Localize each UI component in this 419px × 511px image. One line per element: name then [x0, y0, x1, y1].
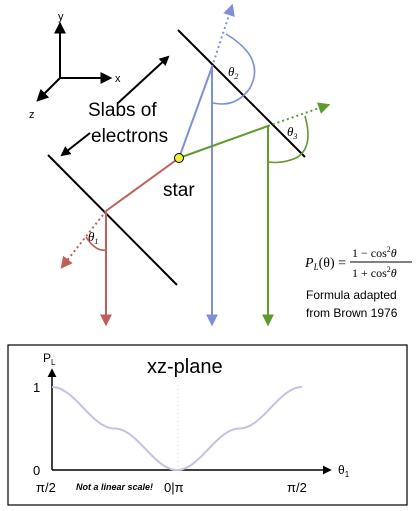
formula-caption-line2: from Brown 1976 [306, 306, 398, 320]
axes-icon: y x z [29, 11, 121, 121]
plot-scale-note: Not a linear scale! [76, 482, 153, 492]
polarization-curve [51, 386, 303, 472]
slab-pointer-lower [60, 132, 91, 157]
star-label: star [163, 180, 195, 201]
plot-x-axis-label: θ1 [338, 463, 350, 479]
theta2-arc [212, 33, 256, 105]
plot-y-tick-1: 1 [33, 380, 40, 395]
slabs-label-line2: electrons [91, 126, 168, 147]
slab-upper [177, 29, 306, 158]
theta1-arc [85, 236, 107, 252]
plot-y-axis-label: PL [43, 351, 56, 367]
blue-incoming-ray [178, 66, 213, 159]
green-continuation-dotted [267, 102, 331, 127]
x-axis-label: x [115, 73, 121, 85]
plot-x-tick-left: π/2 [36, 480, 56, 495]
xz-plane-plot: xz-plane PL θ1 1 0 π/2 0|π π/2 Not a lin… [7, 344, 408, 506]
slab-lower [47, 154, 178, 286]
formula-lhs: PL(θ) = [304, 256, 346, 272]
star-dot [174, 153, 184, 163]
theta3-label: θ3 [287, 124, 297, 141]
formula-caption-line1: Formula adapted [306, 288, 397, 302]
theta1-label: θ1 [88, 229, 98, 246]
formula-denominator: 1 + cos2θ [352, 265, 397, 280]
electron-slabs: Slabs of electrons [47, 29, 306, 286]
plot-title: xz-plane [147, 356, 223, 378]
ray-theta2: θ2 [178, 3, 256, 327]
plot-frame [7, 344, 408, 506]
z-axis-label: z [29, 109, 35, 121]
polarization-formula: PL(θ) = 1 − cos2θ 1 + cos2θ Formula adap… [304, 245, 412, 320]
formula-numerator: 1 − cos2θ [352, 245, 397, 260]
z-axis-arrow [36, 77, 61, 102]
y-axis-label: y [58, 11, 64, 23]
slab-pointer-upper [117, 55, 170, 104]
red-incoming-ray [105, 157, 180, 212]
green-incoming-ray [178, 125, 269, 159]
ray-theta3: θ3 [178, 102, 331, 327]
plot-y-tick-0: 0 [33, 463, 40, 478]
plot-x-tick-right: π/2 [287, 480, 307, 495]
blue-continuation-dotted [211, 3, 235, 68]
ray-theta1: θ1 [60, 157, 180, 327]
theta3-arc [268, 115, 309, 164]
plot-x-tick-center: 0|π [164, 480, 184, 495]
red-continuation-dotted [60, 210, 107, 269]
theta2-label: θ2 [228, 64, 238, 81]
slabs-label-line1: Slabs of [88, 100, 157, 121]
